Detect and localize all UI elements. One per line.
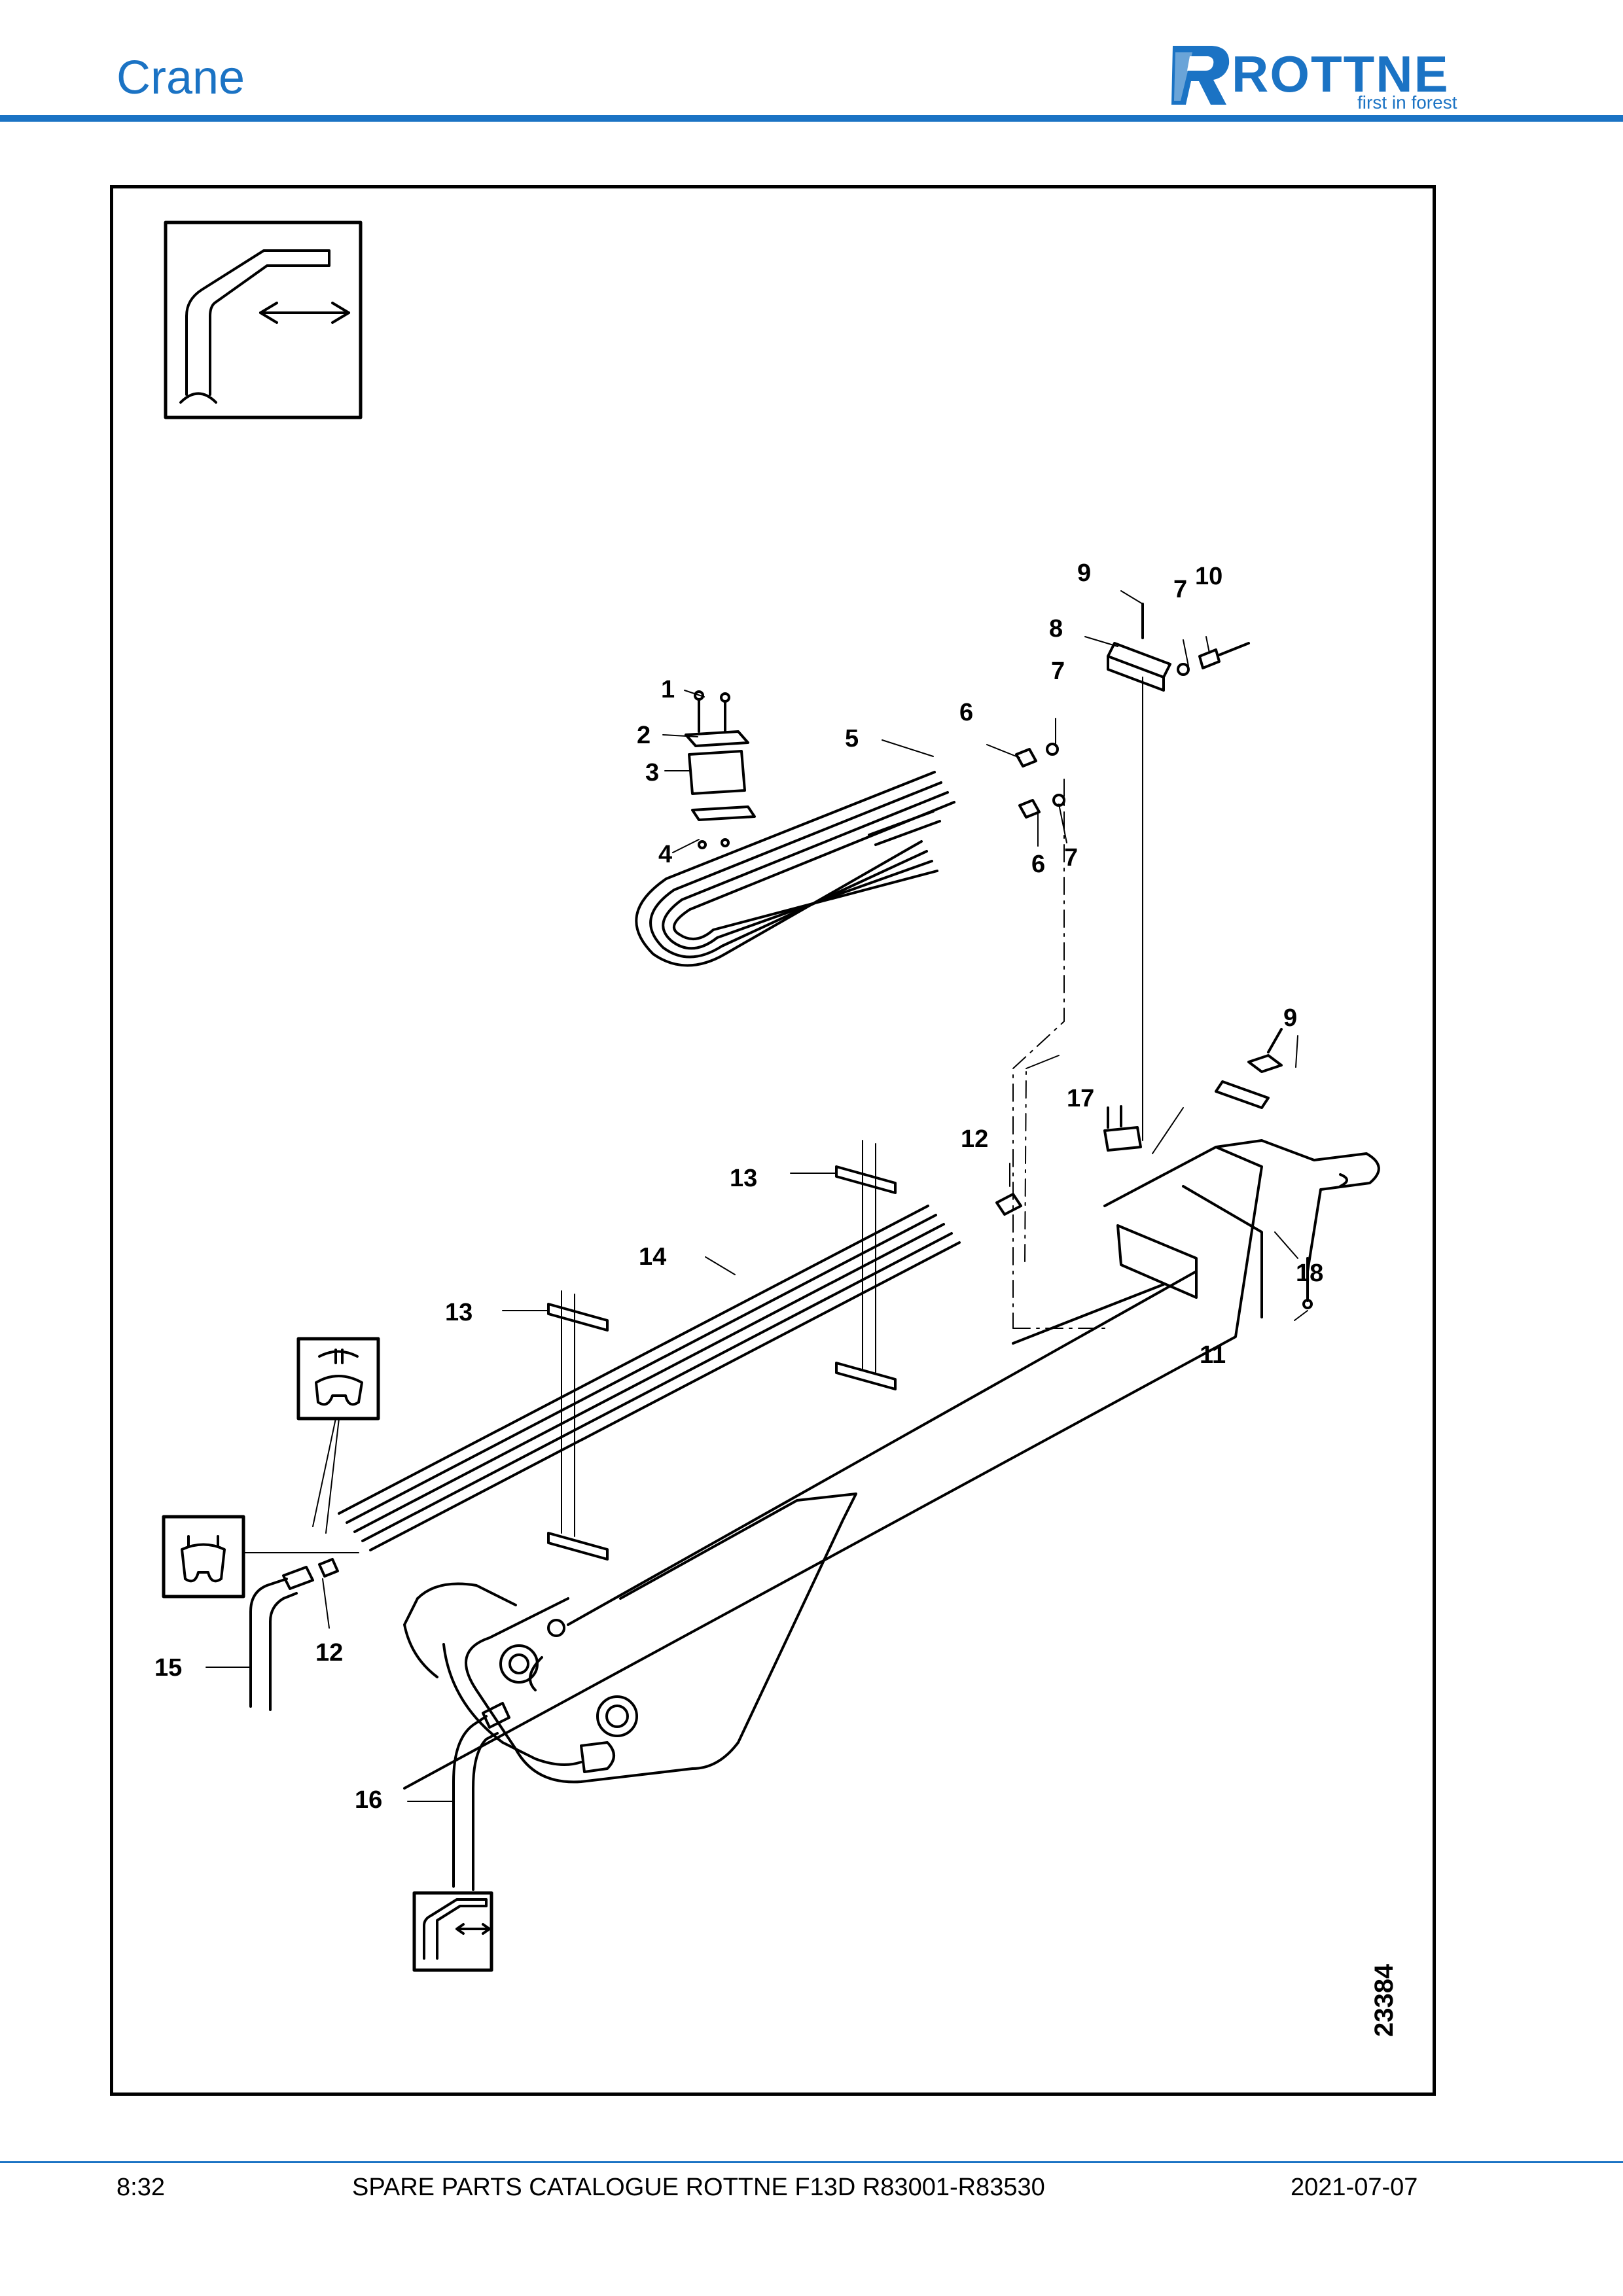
callout-17: 17 bbox=[1067, 1085, 1094, 1112]
header-rule bbox=[0, 115, 1623, 122]
callout-8: 8 bbox=[1049, 615, 1063, 643]
rottne-logo: ROTTNE first in forest bbox=[1171, 45, 1457, 113]
callout-10: 10 bbox=[1195, 563, 1222, 590]
rottne-logo-mark bbox=[1171, 46, 1230, 105]
catalogue-title: SPARE PARTS CATALOGUE ROTTNE F13D R83001… bbox=[352, 2174, 1045, 2201]
callout-numbers: 1 2 3 4 5 6 6 7 7 7 8 9 9 10 11 12 12 13… bbox=[154, 559, 1323, 1814]
assembly-guide-lines bbox=[1012, 677, 1143, 1329]
logo-wordmark: ROTTNE bbox=[1232, 45, 1450, 103]
callout-4: 4 bbox=[658, 841, 672, 868]
callout-1: 1 bbox=[661, 676, 675, 703]
hose-16 bbox=[452, 1702, 510, 1891]
callout-7c: 7 bbox=[1173, 576, 1187, 603]
figure-frame bbox=[110, 185, 1436, 2096]
callout-18: 18 bbox=[1296, 1260, 1323, 1287]
crane-boom bbox=[403, 1139, 1380, 1790]
callout-14: 14 bbox=[639, 1243, 666, 1271]
page-section-title: Crane bbox=[116, 52, 245, 104]
callout-15: 15 bbox=[154, 1654, 182, 1682]
callout-9b: 9 bbox=[1283, 1004, 1297, 1032]
callout-11: 11 bbox=[1200, 1341, 1226, 1369]
hose-clamp-assembly bbox=[685, 690, 756, 849]
logo-tagline: first in forest bbox=[1357, 92, 1457, 113]
figure-number: 23384 bbox=[1370, 1964, 1399, 2037]
hose-fittings bbox=[1015, 743, 1065, 819]
callout-5: 5 bbox=[845, 725, 859, 752]
footer-rule bbox=[0, 2161, 1623, 2163]
boom-extension-icon bbox=[164, 221, 363, 419]
page-number: 8:32 bbox=[116, 2174, 165, 2201]
grapple-icon bbox=[162, 1515, 245, 1598]
callout-13b: 13 bbox=[445, 1299, 473, 1326]
callout-6: 6 bbox=[959, 699, 973, 726]
callout-12: 12 bbox=[961, 1125, 988, 1153]
callout-13: 13 bbox=[730, 1165, 757, 1192]
hose-15 bbox=[249, 1558, 339, 1711]
callout-9: 9 bbox=[1077, 559, 1091, 587]
catalogue-date: 2021-07-07 bbox=[1291, 2174, 1418, 2201]
callout-3: 3 bbox=[645, 759, 659, 786]
callout-leaders bbox=[205, 590, 1308, 1802]
boom-extension-icon-small bbox=[412, 1891, 493, 1972]
callout-7: 7 bbox=[1051, 658, 1065, 685]
callout-6b: 6 bbox=[1031, 851, 1045, 878]
connector-block bbox=[1107, 603, 1250, 692]
callout-7b: 7 bbox=[1064, 844, 1078, 872]
callout-2: 2 bbox=[637, 722, 651, 749]
exploded-view-illustration: 1 2 3 4 5 6 6 7 7 7 8 9 9 10 11 12 12 13… bbox=[154, 221, 1399, 2037]
rotator-icon bbox=[296, 1337, 380, 1421]
callout-12b: 12 bbox=[315, 1639, 343, 1667]
boom-mount-parts bbox=[1103, 1028, 1313, 1309]
callout-16: 16 bbox=[355, 1786, 382, 1814]
hydraulic-pipes bbox=[338, 1193, 1022, 1551]
hose-bundle bbox=[635, 771, 955, 967]
